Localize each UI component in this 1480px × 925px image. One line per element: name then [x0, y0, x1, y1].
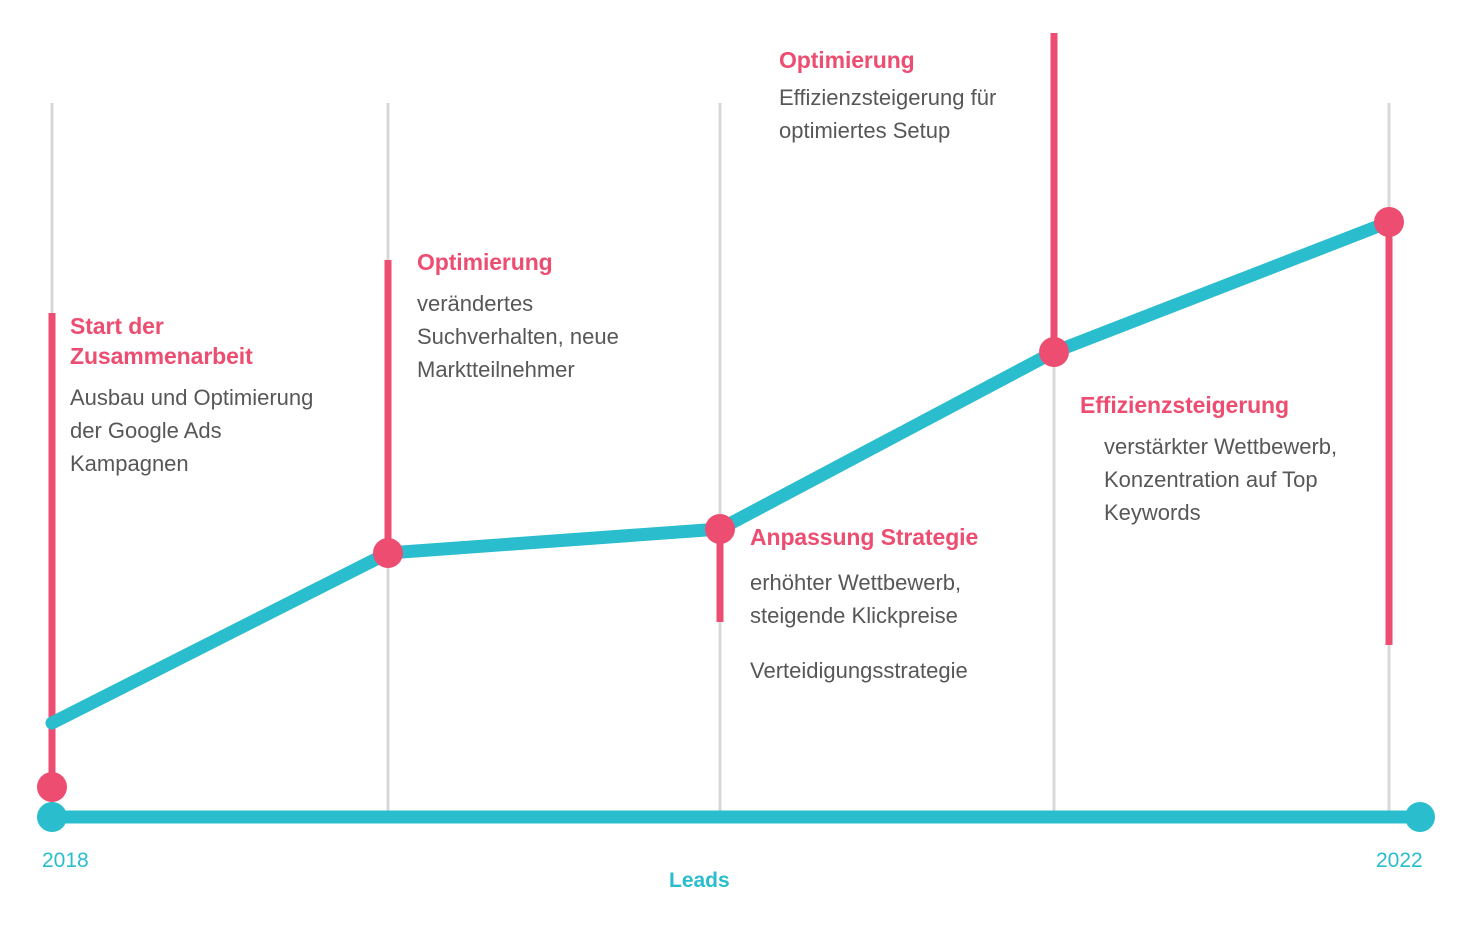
data-point-marker-5[interactable]: [1374, 207, 1404, 237]
annotation-effizienzsteigerung: Effizienzsteigerung verstärkter Wettbewe…: [1080, 390, 1350, 529]
data-point-marker-4[interactable]: [1039, 337, 1069, 367]
annotation-paragraph: Ausbau und Optimierung der Google Ads Ka…: [70, 385, 314, 476]
annotation-stems: [48, 33, 1393, 787]
annotation-paragraph-secondary: Verteidigungsstrategie: [750, 658, 968, 683]
annotation-paragraph: verändertes Suchverhalten, neue Markttei…: [417, 291, 619, 382]
data-point-marker-1[interactable]: [37, 772, 67, 802]
annotation-paragraph: erhöhter Wettbewerb, steigende Klickprei…: [750, 570, 962, 628]
timeline-axis-end-dot: [1405, 802, 1435, 832]
axis-label-year-end: 2022: [1376, 849, 1423, 872]
annotation-paragraph: Effizienzsteigerung für optimiertes Setu…: [779, 85, 997, 143]
data-point-markers: [37, 207, 1404, 802]
timeline-axis-start-dot: [37, 802, 67, 832]
annotation-title: Optimierung: [417, 249, 553, 275]
annotation-start-der-zusammenarbeit: Start der Zusammenarbeit Ausbau und Opti…: [70, 311, 320, 480]
annotation-anpassung-strategie: Anpassung Strategie erhöhter Wettbewerb,…: [750, 522, 1060, 687]
annotation-optimierung-suchverhalten: Optimierung verändertes Suchverhalten, n…: [417, 247, 652, 386]
annotation-title: Optimierung: [779, 47, 915, 73]
data-point-marker-2[interactable]: [373, 538, 403, 568]
data-point-marker-3[interactable]: [705, 514, 735, 544]
axis-caption-leads: Leads: [669, 869, 730, 892]
annotation-title: Anpassung Strategie: [750, 524, 979, 550]
axis-label-year-start: 2018: [42, 849, 89, 872]
annotation-title: Effizienzsteigerung: [1080, 392, 1289, 418]
annotation-title: Start der Zusammenarbeit: [70, 313, 253, 369]
annotation-paragraph: verstärkter Wettbewerb, Konzentration au…: [1104, 434, 1338, 525]
annotation-optimierung-effizienz-setup: Optimierung Effizienzsteigerung für opti…: [779, 45, 1029, 147]
